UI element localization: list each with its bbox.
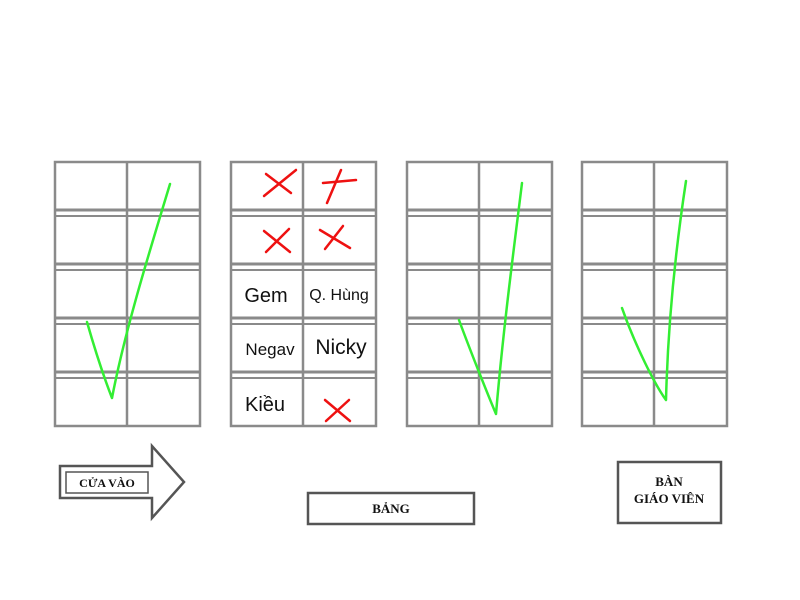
- red-x-mark: [262, 227, 292, 254]
- board: BẢNG: [306, 491, 476, 526]
- green-check-mark-column-4: [620, 179, 688, 402]
- seat-name-negav: Negav: [245, 340, 295, 359]
- seat-name-kieu: Kiều: [245, 394, 285, 416]
- entrance-arrow: CỬA VÀO: [58, 442, 186, 522]
- desk-column-3: [405, 160, 554, 428]
- seat-name-q-hung: Q. Hùng: [309, 287, 369, 304]
- desk-column-2: [229, 160, 378, 428]
- entrance-label: CỬA VÀO: [79, 476, 135, 490]
- desk-column-4: [580, 160, 729, 428]
- green-check-mark-column-3: [457, 181, 524, 416]
- red-x-mark: [321, 168, 358, 205]
- green-check-mark-column-1: [85, 182, 172, 400]
- desk-column-1: [53, 160, 202, 428]
- seat-name-gem: Gem: [244, 285, 287, 307]
- seat-name-nicky: Nicky: [315, 336, 367, 359]
- teacher-desk-label-line2: GIÁO VIÊN: [634, 491, 705, 506]
- teacher-desk: BÀN GIÁO VIÊN: [616, 460, 723, 525]
- teacher-desk-label-line1: BÀN: [655, 474, 683, 489]
- red-x-mark: [318, 224, 352, 251]
- red-x-mark: [323, 398, 352, 423]
- red-x-mark: [262, 168, 298, 198]
- board-label: BẢNG: [372, 501, 410, 516]
